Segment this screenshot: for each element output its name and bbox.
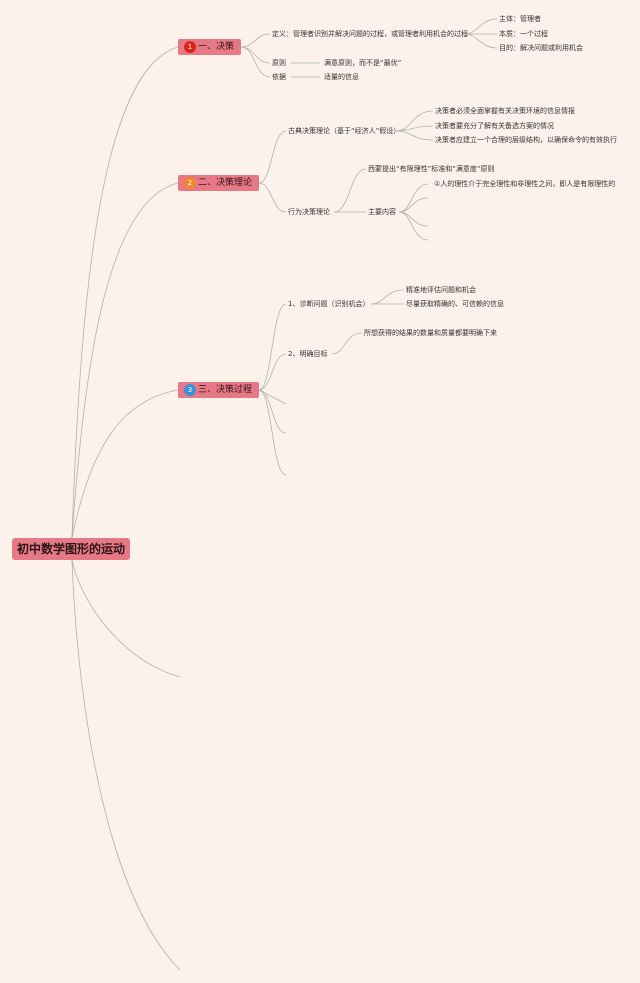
diagnose-item-node[interactable]: 精准地评估问题和机会 xyxy=(406,286,476,294)
topic-decision-theory[interactable]: 2 二、决策理论 xyxy=(178,175,259,191)
classical-item-node[interactable]: 决策者必须全面掌握有关决策环境的信息情报 xyxy=(435,107,575,115)
diagnose-item-node[interactable]: 尽量获取精确的、可信赖的信息 xyxy=(406,300,504,308)
priority-1-icon: 1 xyxy=(184,41,196,53)
principle-node[interactable]: 原则 xyxy=(272,59,286,67)
basis-node[interactable]: 依据 xyxy=(272,73,286,81)
topic-decision[interactable]: 1 一、决策 xyxy=(178,39,241,55)
definition-subject-node[interactable]: 主体：管理者 xyxy=(499,15,541,23)
main-content-node[interactable]: 主要内容 xyxy=(368,208,396,216)
behavior-theory-node[interactable]: 行为决策理论 xyxy=(288,208,330,216)
topic-decision-process-label: 三、决策过程 xyxy=(198,385,253,395)
priority-2-icon: 2 xyxy=(184,177,196,189)
definition-purpose-node[interactable]: 目的：解决问题或利用机会 xyxy=(499,44,583,52)
principle-value-node[interactable]: 满意原则，而不是“最优” xyxy=(324,59,402,67)
root-topic[interactable]: 初中数学图形的运动 xyxy=(12,538,130,560)
main-content-item-node[interactable]: ①人的理性介于完全理性和非理性之间，即人是有限理性的 xyxy=(434,180,616,188)
topic-decision-process[interactable]: 3 三、决策过程 xyxy=(178,382,259,398)
topic-decision-theory-label: 二、决策理论 xyxy=(198,178,253,188)
classical-theory-node[interactable]: 古典决策理论（基于“经济人”假设） xyxy=(288,127,401,135)
simon-node[interactable]: 西蒙提出“有限理性”标准和“满意度”原则 xyxy=(368,165,495,173)
definition-essence-node[interactable]: 本质：一个过程 xyxy=(499,30,548,38)
priority-3-icon: 3 xyxy=(184,384,196,396)
diagnose-problem-node[interactable]: 1、诊断问题（识别机会） xyxy=(288,300,370,308)
goal-item-node[interactable]: 所想获得的结果的数量和质量都要明确下来 xyxy=(364,329,497,337)
classical-item-node[interactable]: 决策者要充分了解有关备选方案的情况 xyxy=(435,122,554,130)
basis-value-node[interactable]: 适量的信息 xyxy=(324,73,359,81)
define-goal-node[interactable]: 2、明确目标 xyxy=(288,350,328,358)
classical-item-node[interactable]: 决策者应建立一个合理的层级结构，以确保命令的有效执行 xyxy=(435,136,617,144)
definition-node[interactable]: 定义：管理者识别并解决问题的过程，或管理者利用机会的过程 xyxy=(272,30,468,38)
topic-decision-label: 一、决策 xyxy=(198,42,235,52)
